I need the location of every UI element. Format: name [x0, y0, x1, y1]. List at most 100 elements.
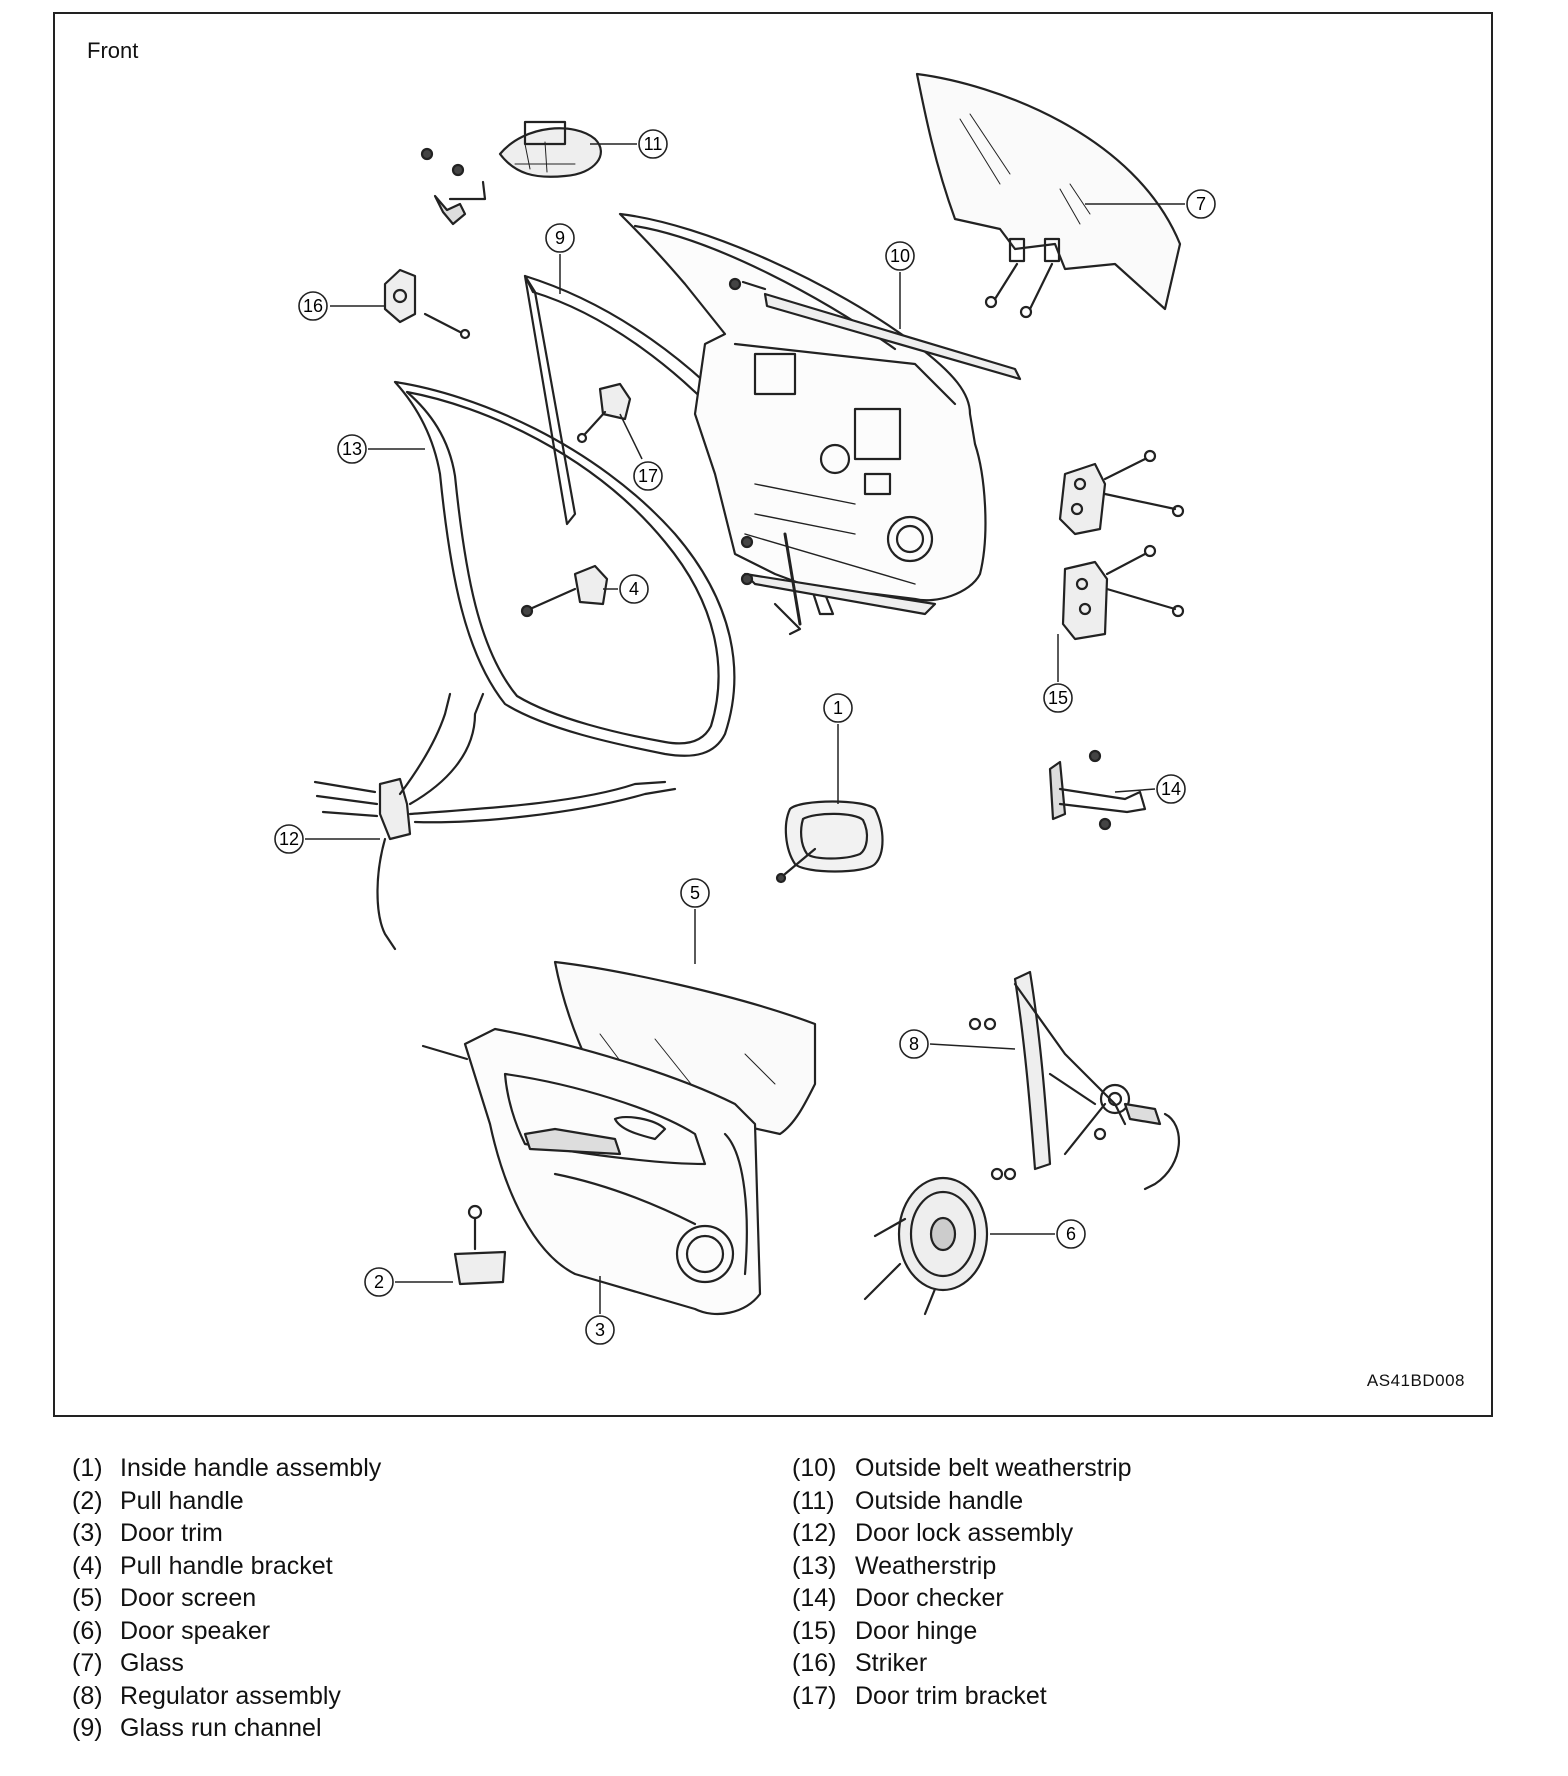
svg-text:13: 13 [342, 439, 362, 459]
door-panel-part [618, 212, 987, 636]
svg-text:6: 6 [1066, 1224, 1076, 1244]
legend-item: (6) Door speaker [72, 1615, 381, 1648]
glass-part [915, 72, 1182, 319]
callout-17: 17 [633, 461, 663, 491]
legend-number: (13) [792, 1551, 837, 1580]
legend-text: Weatherstrip [855, 1551, 997, 1580]
legend-item: (10) Outside belt weatherstrip [792, 1452, 1132, 1485]
legend-number: (1) [72, 1454, 103, 1482]
callout-4: 4 [619, 574, 649, 604]
callout-10: 10 [885, 241, 915, 271]
callout-12: 12 [274, 824, 304, 854]
legend-item: (12) Door lock assembly [792, 1517, 1132, 1550]
svg-text:3: 3 [595, 1320, 605, 1340]
legend-number: (6) [72, 1616, 103, 1645]
callout-markers: 11 7 16 9 10 13 [274, 129, 1216, 1345]
legend-text: Door speaker [120, 1616, 271, 1645]
figure-code: AS41BD008 [1366, 1371, 1465, 1390]
legend-item: (11) Outside handle [792, 1485, 1132, 1518]
legend-left-column: (1) Inside handle assembly (2) Pull handle… [72, 1452, 381, 1745]
diagram-drawing: 11 7 16 9 10 13 [274, 72, 1216, 1345]
svg-text:12: 12 [279, 829, 299, 849]
callout-16: 16 [298, 291, 328, 321]
legend-text: Door lock assembly [855, 1519, 1074, 1547]
callout-13: 13 [337, 434, 367, 464]
svg-text:16: 16 [303, 296, 323, 316]
callout-7: 7 [1186, 189, 1216, 219]
callout-9: 9 [545, 223, 575, 253]
legend-number: (3) [72, 1519, 103, 1547]
callout-1: 1 [823, 693, 853, 723]
legend-item: (2) Pull handle [72, 1485, 381, 1518]
legend-number: (14) [792, 1584, 837, 1612]
door-lock-part [313, 692, 677, 951]
legend-text: Door checker [855, 1584, 1004, 1612]
legend-number: (10) [792, 1454, 837, 1482]
legend-number: (2) [72, 1486, 103, 1515]
svg-text:9: 9 [555, 228, 565, 248]
svg-text:5: 5 [690, 883, 700, 903]
legend-item: (13) Weatherstrip [792, 1550, 1132, 1583]
legend-text: Glass run channel [120, 1714, 322, 1742]
legend-item: (17) Door trim bracket [792, 1680, 1132, 1713]
legend-item: (16) Striker [792, 1647, 1132, 1680]
svg-text:15: 15 [1048, 688, 1068, 708]
svg-text:2: 2 [374, 1272, 384, 1292]
outside-handle-part [420, 120, 602, 226]
legend-number: (17) [792, 1681, 837, 1710]
legend-number: (7) [72, 1649, 103, 1677]
legend-text: Regulator assembly [120, 1681, 341, 1710]
legend-text: Striker [855, 1649, 928, 1677]
legend-item: (15) Door hinge [792, 1615, 1132, 1648]
belt-weatherstrip-part [728, 277, 1022, 381]
callout-15: 15 [1043, 683, 1073, 713]
inside-handle-part [775, 800, 884, 884]
front-label: Front [87, 38, 139, 63]
callout-14: 14 [1156, 774, 1186, 804]
svg-text:10: 10 [890, 246, 910, 266]
legend-number: (4) [72, 1551, 103, 1580]
legend-text: Pull handle bracket [120, 1551, 333, 1580]
svg-text:8: 8 [909, 1034, 919, 1054]
svg-text:7: 7 [1196, 194, 1206, 214]
door-trim-part [421, 1027, 762, 1316]
callout-3: 3 [585, 1315, 615, 1345]
legend-text: Pull handle [120, 1486, 244, 1515]
svg-text:17: 17 [638, 466, 658, 486]
legend-number: (11) [792, 1486, 835, 1515]
door-checker-part [1048, 749, 1147, 831]
svg-text:11: 11 [644, 134, 663, 154]
callout-8: 8 [899, 1029, 929, 1059]
legend-text: Glass [120, 1649, 184, 1677]
weatherstrip-part [393, 380, 736, 757]
legend-item: (9) Glass run channel [72, 1712, 381, 1745]
legend-text: Outside handle [855, 1486, 1024, 1515]
legend-text: Door trim [120, 1519, 223, 1547]
legend-item: (1) Inside handle assembly [72, 1452, 381, 1485]
callout-11: 11 [638, 129, 668, 159]
legend-item: (4) Pull handle bracket [72, 1550, 381, 1583]
legend-item: (14) Door checker [792, 1582, 1132, 1615]
legend-item: (3) Door trim [72, 1517, 381, 1550]
legend-item: (5)Door screen [72, 1582, 381, 1615]
exploded-door-diagram: 11 7 16 9 10 13 [53, 12, 1493, 1417]
legend-number: (9) [72, 1714, 103, 1742]
regulator-part [968, 970, 1180, 1191]
legend-number: (16) [792, 1649, 837, 1677]
legend-right-column: (10) Outside belt weatherstrip (11) Outsid… [792, 1452, 1132, 1712]
legend-number: (12) [792, 1519, 837, 1547]
svg-text:14: 14 [1161, 779, 1181, 799]
svg-text:1: 1 [833, 698, 843, 718]
callout-6: 6 [1056, 1219, 1086, 1249]
legend-text: Door trim bracket [855, 1681, 1047, 1710]
legend-text: Outside belt weatherstrip [855, 1454, 1132, 1482]
door-hinge-part [1058, 449, 1185, 641]
legend-text: Inside handle assembly [120, 1454, 382, 1482]
callout-5: 5 [680, 878, 710, 908]
legend-number: (5) [72, 1584, 103, 1612]
legend-number: (15) [792, 1616, 837, 1645]
door-speaker-part [863, 1176, 989, 1316]
legend-text: Door hinge [855, 1616, 978, 1645]
pull-handle-bracket-part [520, 564, 609, 618]
glass-run-channel-part [523, 274, 835, 616]
